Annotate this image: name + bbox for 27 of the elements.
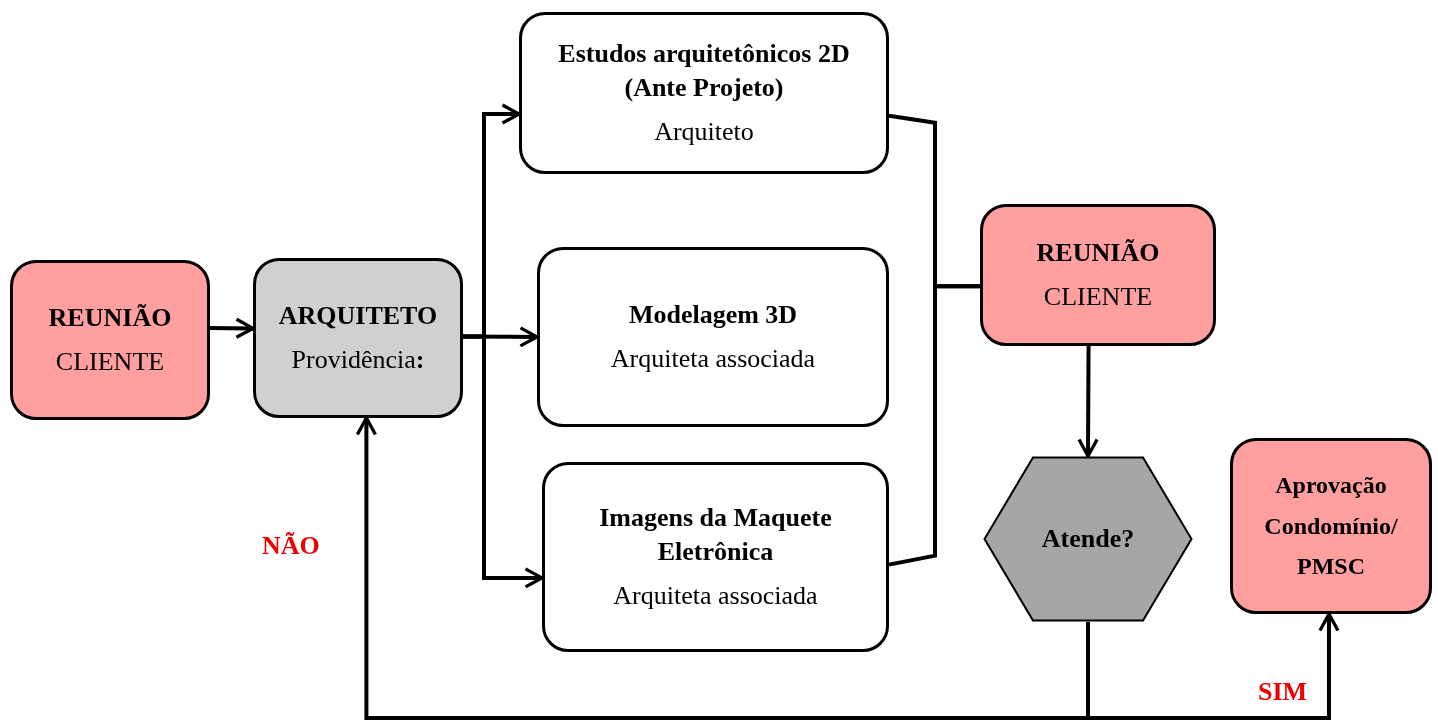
arrow — [1086, 612, 1340, 720]
box-text: Atende? — [1041, 523, 1135, 556]
box-heading: Modelagem 3D — [628, 299, 798, 332]
process-box — [537, 247, 889, 427]
box-text: Arquiteto — [654, 115, 754, 148]
meeting-box — [10, 260, 210, 420]
arrow — [463, 334, 544, 589]
approval-box — [1230, 438, 1432, 614]
box-heading: ARQUITETO — [278, 300, 438, 333]
box-heading: REUNIÃO — [48, 302, 172, 335]
box-text: Arquiteta associada — [613, 579, 818, 612]
box-heading: REUNIÃO — [1036, 237, 1160, 270]
box-text: Providência: — [291, 344, 425, 376]
arrow — [209, 317, 255, 339]
box-text: CLIENTE — [1043, 281, 1153, 313]
meeting-box — [980, 204, 1216, 346]
decision-hexagon — [983, 456, 1193, 622]
box-text: CLIENTE — [55, 346, 165, 378]
box-heading: Imagens da Maquete Eletrônica — [598, 502, 833, 569]
box-text: Arquiteta associada — [610, 343, 816, 375]
connector-line — [888, 284, 980, 567]
process-box — [519, 12, 889, 174]
box-text: Aprovação Condomínio/ PMSC — [1263, 470, 1399, 582]
arrow — [1077, 346, 1099, 458]
process-box — [253, 258, 463, 418]
box-heading: Estudos arquitetônicos 2D (Ante Projeto) — [557, 38, 851, 105]
process-box — [542, 462, 889, 652]
